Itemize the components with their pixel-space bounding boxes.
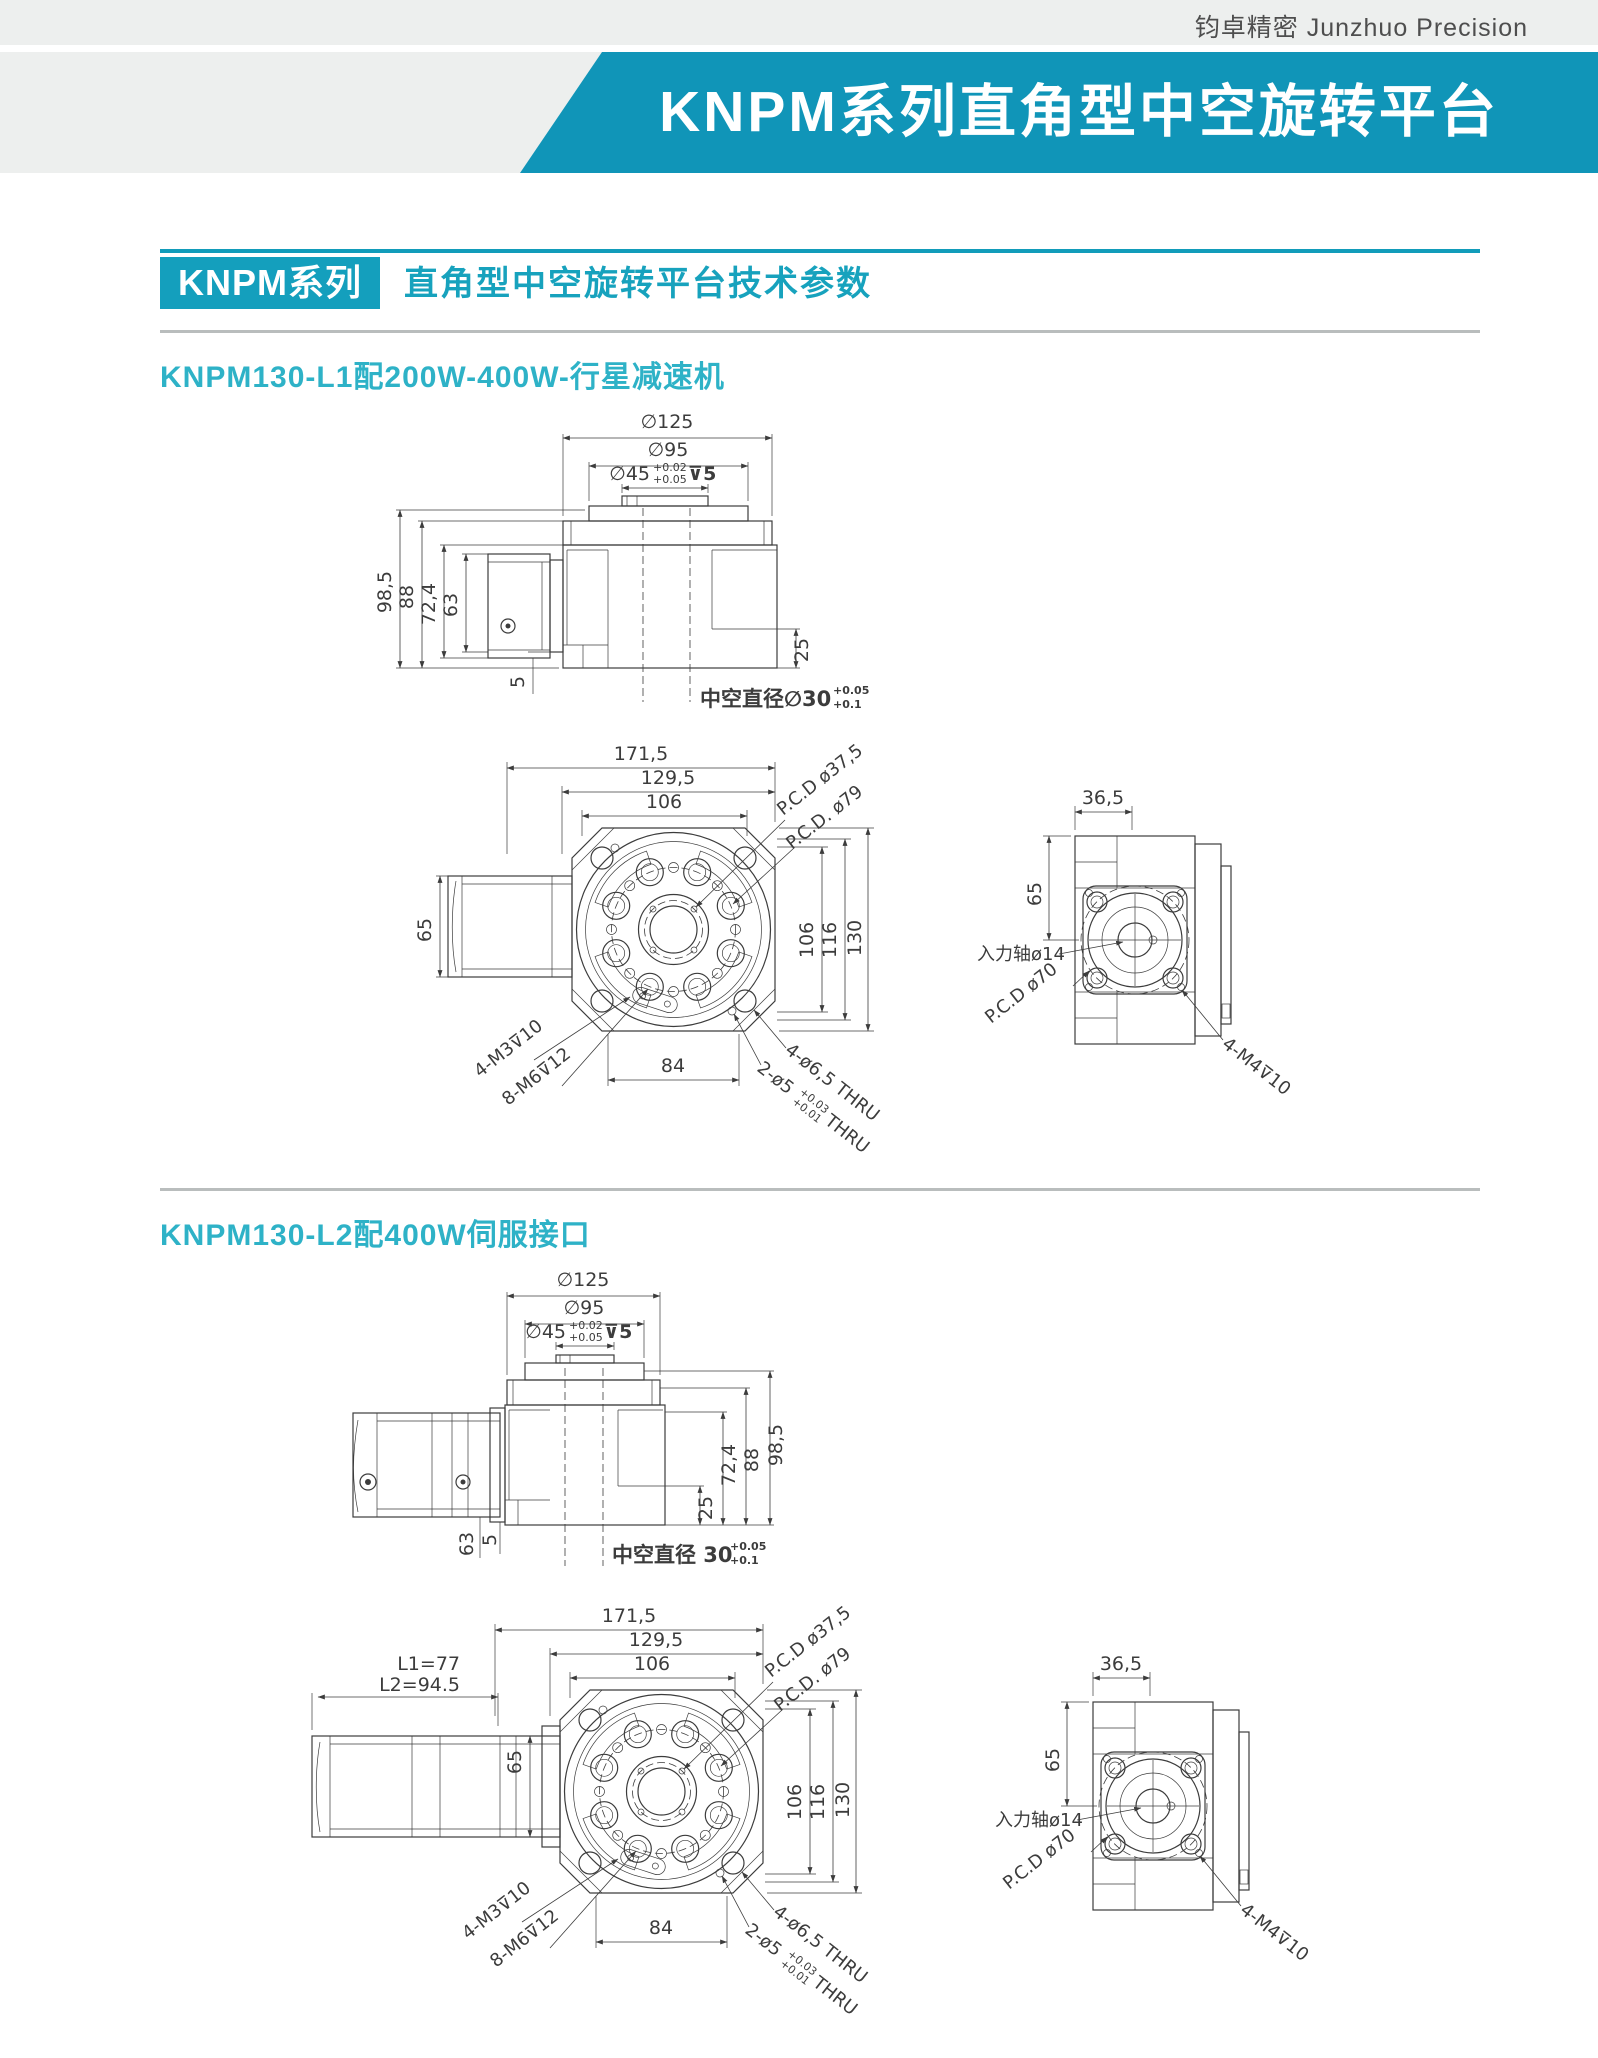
dim-r116: 116 <box>819 922 841 958</box>
dim-1715: 171,5 <box>602 1605 656 1627</box>
hollow-tol-dn: +0.1 <box>730 1554 759 1567</box>
hollow-note: 中空直径∅30 <box>700 687 831 711</box>
dim-724: 72,4 <box>418 583 440 625</box>
section-badge: KNPM系列 <box>160 257 380 309</box>
drawing2-heading: KNPM130-L2配400W伺服接口 <box>160 1219 591 1252</box>
dim-84: 84 <box>649 1917 673 1939</box>
dim-l1: L1=77 <box>397 1653 460 1675</box>
hollow-tol-up: +0.05 <box>833 684 869 697</box>
callout-shaft: 入力轴ø14 <box>995 1810 1083 1831</box>
drawing1-side-view: 36,5 65 入力轴ø14 P.C.D ø70 4-M4⊽10 <box>977 787 1295 1100</box>
brand-text: 钧卓精密 Junzhuo Precision <box>1194 14 1528 42</box>
drawing2-plan-view: 65 L1=77 L2=94.5 171,5 129,5 106 84 106 … <box>311 1602 871 2020</box>
page-title: KNPM系列直角型中空旋转平台 <box>659 80 1499 144</box>
dim-dia45-tol-up: +0.02 <box>653 461 687 474</box>
divider-1 <box>160 330 1480 333</box>
dim-1295: 129,5 <box>641 767 695 789</box>
callout-pcd70: P.C.D ø70 <box>981 959 1061 1028</box>
dim-r130: 130 <box>832 1782 854 1818</box>
callout-shaft: 入力轴ø14 <box>977 944 1065 965</box>
technical-drawings: ∅125 ∅95 ∅45 +0.02 +0.05 ⊽5 98,5 88 72,4… <box>311 411 1313 2020</box>
dim-106: 106 <box>634 1653 670 1675</box>
hollow-tol-dn: +0.1 <box>833 698 862 711</box>
dim-65: 65 <box>414 918 436 942</box>
drawing1-front-view: ∅125 ∅95 ∅45 +0.02 +0.05 ⊽5 98,5 88 72,4… <box>374 411 869 711</box>
dim-106: 106 <box>646 791 682 813</box>
callout-m4: 4-M4⊽10 <box>1218 1033 1295 1099</box>
drawing1-plan-view: 65 171,5 129,5 106 84 106 116 130 P.C.D … <box>414 740 883 1158</box>
dim-25: 25 <box>695 1496 717 1520</box>
drawing2-side-view: 36,5 65 入力轴ø14 P.C.D ø70 4-M4⊽10 <box>995 1653 1313 1966</box>
dim-63: 63 <box>456 1532 478 1556</box>
dim-65: 65 <box>504 1750 526 1774</box>
dim-dia45: ∅45 <box>609 463 650 485</box>
top-band <box>0 0 1598 45</box>
drawing1-heading: KNPM130-L1配200W-400W-行星减速机 <box>160 361 725 394</box>
divider-2 <box>160 1188 1480 1191</box>
dim-65: 65 <box>1042 1748 1064 1772</box>
dim-r106: 106 <box>784 1784 806 1820</box>
dim-dia45-tol-up: +0.02 <box>569 1319 603 1332</box>
dim-365: 36,5 <box>1100 1653 1142 1675</box>
dim-88: 88 <box>741 1448 763 1472</box>
dim-88: 88 <box>396 585 418 609</box>
dim-r130: 130 <box>844 920 866 956</box>
section-topline <box>160 249 1480 253</box>
dim-dia45: ∅45 <box>525 1321 566 1343</box>
hollow-tol-up: +0.05 <box>730 1540 766 1553</box>
dim-1295: 129,5 <box>629 1629 683 1651</box>
hollow-note: 中空直径 30 <box>612 1543 733 1567</box>
dim-84: 84 <box>661 1055 685 1077</box>
dim-985: 98,5 <box>765 1424 787 1466</box>
dim-dia45-tol-dn: +0.05 <box>653 473 687 486</box>
banner-shape <box>520 52 1598 173</box>
dim-r106: 106 <box>796 922 818 958</box>
dim-depth5: ⊽5 <box>688 463 717 485</box>
dim-25: 25 <box>791 638 813 662</box>
dim-dia95: ∅95 <box>648 439 689 461</box>
dim-985: 98,5 <box>374 571 396 613</box>
dim-dia125: ∅125 <box>557 1269 610 1291</box>
dim-dia95: ∅95 <box>564 1297 605 1319</box>
section-title: 直角型中空旋转平台技术参数 <box>404 265 872 303</box>
dim-5: 5 <box>507 676 529 688</box>
callout-m4: 4-M4⊽10 <box>1236 1899 1313 1965</box>
dim-724: 72,4 <box>718 1444 740 1486</box>
dim-dia45-tol-dn: +0.05 <box>569 1331 603 1344</box>
dim-l2: L2=94.5 <box>379 1674 460 1696</box>
dim-5: 5 <box>479 1534 501 1546</box>
drawing2-front-view: ∅125 ∅95 ∅45 +0.02 +0.05 ⊽5 25 72,4 88 9… <box>352 1269 787 1567</box>
dim-depth5: ⊽5 <box>604 1321 633 1343</box>
dim-dia125: ∅125 <box>641 411 694 433</box>
dim-65: 65 <box>1024 882 1046 906</box>
callout-pcd70: P.C.D ø70 <box>999 1825 1079 1894</box>
dim-1715: 171,5 <box>614 743 668 765</box>
dim-r116: 116 <box>807 1784 829 1820</box>
dim-365: 36,5 <box>1082 787 1124 809</box>
dim-63: 63 <box>440 593 462 617</box>
